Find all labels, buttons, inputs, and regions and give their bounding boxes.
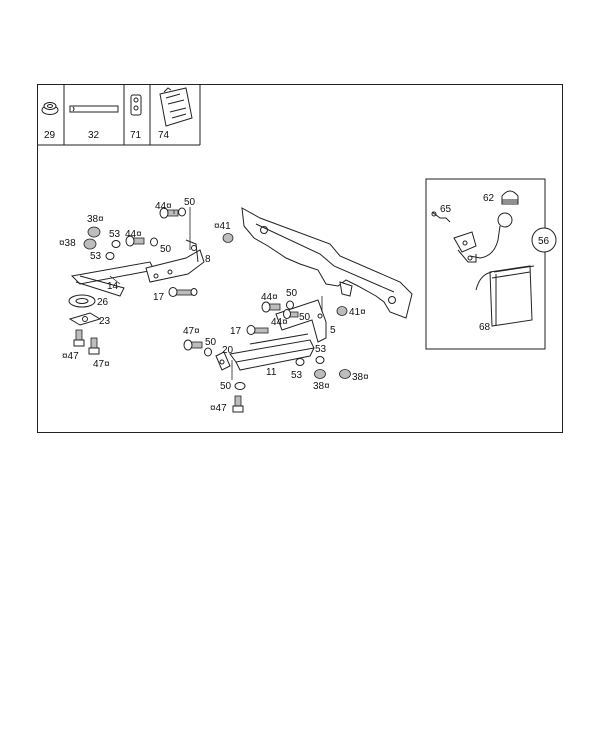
callout-20: 20: [222, 345, 234, 356]
washer-50-b: [178, 207, 186, 217]
nut-icon: [41, 102, 59, 115]
clip-65: [431, 211, 451, 223]
bolt-44-b: [159, 207, 179, 219]
callout-56: 56: [538, 236, 550, 247]
callout-62: 62: [483, 193, 495, 204]
callout-circle-56: [531, 227, 557, 253]
towhook-inset: 56 62 65 68: [425, 178, 557, 350]
callout-44-c: 44¤: [261, 292, 278, 303]
callout-47-a: ¤47: [62, 351, 79, 362]
callout-50-a: 50: [184, 197, 196, 208]
clip-icon: [130, 94, 142, 116]
callout-53-d: 53: [291, 370, 303, 381]
washer-50-f: [234, 382, 246, 390]
callout-26: 26: [97, 297, 109, 308]
diagram-frame: [37, 84, 563, 433]
callout-41-b: 41¤: [349, 307, 366, 318]
tow-ball-arm: [453, 212, 513, 263]
callout-47-c: 47¤: [183, 326, 200, 337]
washer-53-c: [315, 356, 325, 364]
bolt-44-a: [125, 235, 145, 247]
callout-38-b: ¤38: [59, 238, 76, 249]
nut-41-a: [222, 233, 234, 243]
callout-44-b: 44¤: [125, 229, 142, 240]
washer-53-b: [105, 252, 115, 260]
nut-38-b: [83, 238, 97, 250]
washer-53-a: [111, 240, 121, 248]
callout-50-d: 50: [299, 312, 311, 323]
callout-47-d: ¤47: [210, 403, 227, 414]
callout-50-c: 50: [286, 288, 298, 299]
legend-strip: 29 32 71 74: [38, 85, 201, 146]
callout-50-f: 50: [220, 381, 232, 392]
ball-cap-62: [501, 190, 519, 205]
bolt-47-d: [232, 395, 244, 413]
crossmember: [241, 207, 413, 319]
bolt-47-left-a: [73, 329, 85, 347]
bolt-47-left-b: [88, 337, 100, 355]
washer-26: [68, 294, 96, 308]
callout-53-b: 53: [90, 251, 102, 262]
callout-38-d: 38¤: [352, 372, 369, 383]
bolt-17-a: [168, 287, 198, 297]
callout-44-d: 44¤: [271, 317, 288, 328]
callout-50-b: 50: [160, 244, 172, 255]
callout-38-a: 38¤: [87, 214, 104, 225]
nut-38-c: [314, 369, 326, 379]
washer-50-c: [286, 300, 294, 310]
instruction-sheet-icon: [159, 87, 193, 127]
callout-65: 65: [440, 204, 452, 215]
callout-23: 23: [99, 316, 111, 327]
legend-label-29: 29: [44, 130, 56, 141]
callout-labels: 38¤ 44¤ 50 ¤41 53 44¤ ¤38 50 53 8 14 17 …: [59, 197, 369, 414]
callout-44-a: 44¤: [155, 201, 172, 212]
legend-label-71: 71: [130, 130, 142, 141]
callout-50-e: 50: [205, 337, 217, 348]
bracket-8: [145, 239, 205, 283]
callout-5: 5: [330, 325, 336, 336]
callout-17-b: 17: [230, 326, 242, 337]
legend-label-32: 32: [88, 130, 100, 141]
nut-41-b: [336, 306, 348, 316]
bracket-11: [229, 333, 315, 371]
callout-41-a: ¤41: [214, 221, 231, 232]
callout-68: 68: [479, 322, 491, 333]
bracket-20: [215, 351, 231, 371]
leader-lines: [109, 207, 323, 380]
callout-11: 11: [266, 367, 277, 378]
nut-38-d: [339, 369, 351, 379]
callout-8: 8: [205, 254, 211, 265]
callout-38-c: 38¤: [313, 381, 330, 392]
strip-icon: [69, 105, 119, 113]
washer-50-a: [150, 237, 158, 247]
bolt-17-b: [246, 325, 269, 335]
callout-53-a: 53: [109, 229, 121, 240]
legend-label-74: 74: [158, 130, 170, 141]
plate-23: [68, 312, 102, 326]
bolt-44-d: [283, 309, 299, 319]
callout-14: 14: [107, 281, 119, 292]
bolt-47-c: [183, 339, 203, 351]
nut-38-a: [87, 226, 101, 238]
bolt-44-c: [261, 301, 281, 313]
callout-47-b: 47¤: [93, 359, 110, 370]
booklet-68: [475, 265, 535, 327]
washer-53-d: [295, 358, 305, 366]
callout-53-c: 53: [315, 344, 327, 355]
washer-50-e: [204, 347, 212, 357]
callout-17-a: 17: [153, 292, 165, 303]
